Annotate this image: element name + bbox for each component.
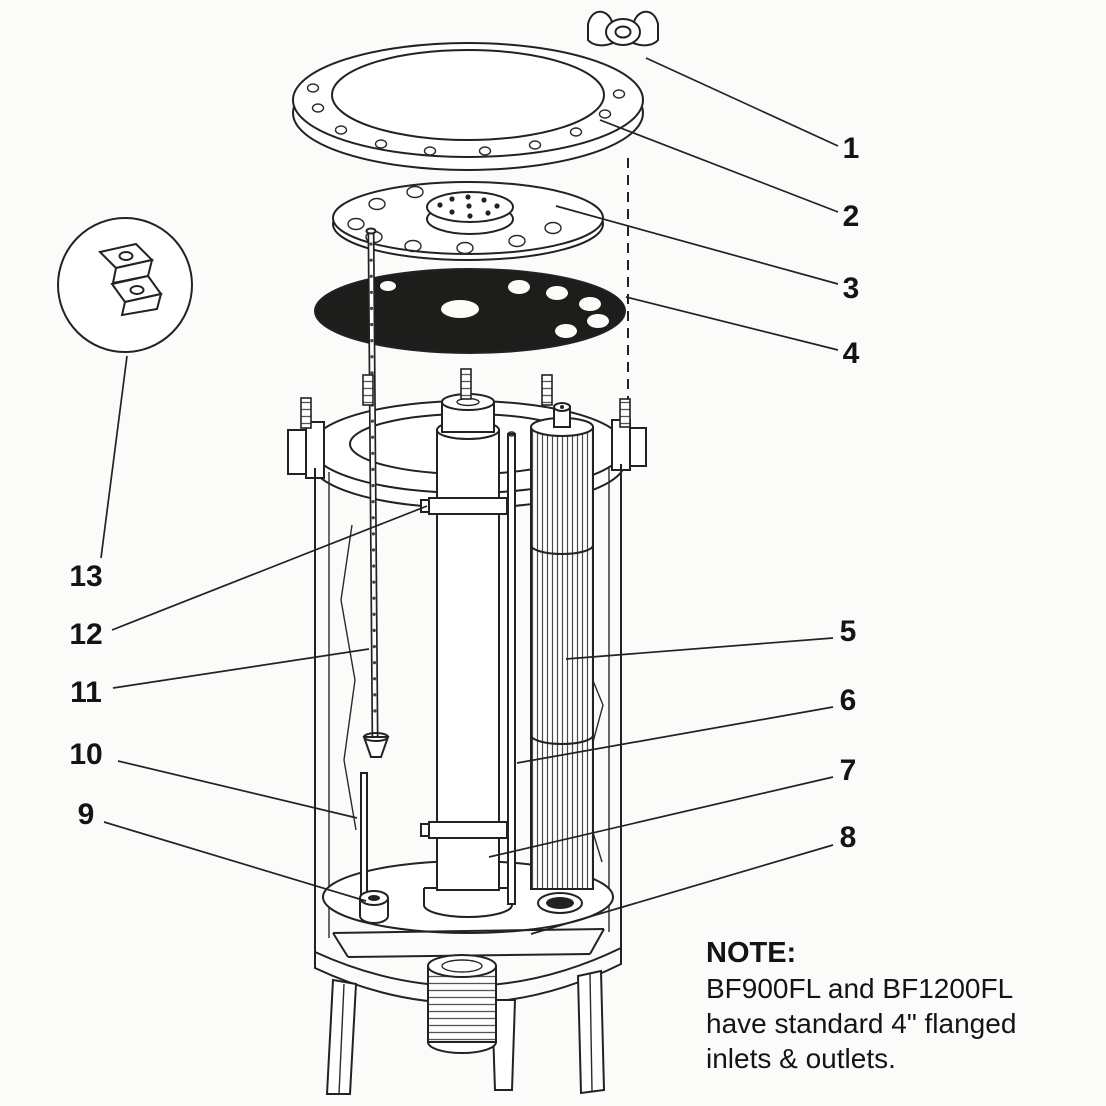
callout-label-13: 13 bbox=[69, 560, 102, 593]
center-standpipe bbox=[420, 393, 513, 918]
standpipe-clamp-upper bbox=[420, 497, 508, 515]
leader-7 bbox=[488, 776, 834, 858]
thin-rod bbox=[507, 431, 516, 905]
wing-nut bbox=[587, 10, 659, 47]
callout-label-2: 2 bbox=[843, 200, 860, 233]
callout-label-10: 10 bbox=[69, 738, 102, 771]
flange-studs bbox=[300, 368, 631, 429]
bottom-fitting bbox=[359, 890, 389, 924]
callout-label-3: 3 bbox=[843, 272, 860, 305]
leader-9 bbox=[103, 821, 367, 902]
perforated-plate bbox=[332, 181, 604, 261]
standpipe-clamp-lower bbox=[420, 821, 508, 839]
note-block: NOTE: BF900FL and BF1200FL have standard… bbox=[706, 937, 1016, 1074]
leader-8 bbox=[530, 844, 834, 935]
note-title: NOTE: bbox=[706, 937, 796, 969]
callout-label-5: 5 bbox=[840, 615, 857, 648]
leader-2 bbox=[599, 119, 839, 213]
callout-label-8: 8 bbox=[840, 821, 857, 854]
tank-legs bbox=[325, 969, 606, 1095]
leader-3 bbox=[555, 205, 839, 285]
drain-plug bbox=[427, 954, 497, 1054]
tank-assembly bbox=[287, 227, 647, 1095]
note-line-3: inlets & outlets. bbox=[706, 1043, 896, 1074]
callout-label-7: 7 bbox=[840, 754, 857, 787]
cartridge-seat bbox=[537, 892, 583, 914]
callout-label-6: 6 bbox=[840, 684, 857, 717]
filter-cartridge bbox=[530, 402, 594, 890]
leader-lines bbox=[100, 57, 839, 935]
callout-labels: 1 2 3 4 5 6 7 8 9 10 11 12 13 bbox=[69, 132, 859, 854]
small-rod bbox=[360, 772, 368, 904]
detail-circle-clips bbox=[57, 217, 193, 353]
leader-5 bbox=[565, 637, 834, 660]
callout-label-12: 12 bbox=[69, 618, 102, 651]
leader-13 bbox=[100, 355, 128, 559]
lid-bolt-holes bbox=[306, 83, 626, 156]
callout-label-4: 4 bbox=[843, 337, 860, 370]
air-bleed-rod bbox=[362, 227, 390, 758]
callout-label-9: 9 bbox=[78, 798, 95, 831]
callout-label-11: 11 bbox=[70, 676, 102, 709]
gasket bbox=[314, 268, 626, 354]
leader-12 bbox=[111, 505, 428, 631]
leader-1 bbox=[645, 57, 839, 147]
leader-11 bbox=[112, 648, 370, 689]
lid-cover bbox=[292, 42, 644, 171]
leader-10 bbox=[117, 760, 358, 819]
note-line-2: have standard 4" flanged bbox=[706, 1008, 1016, 1039]
note-line-1: BF900FL and BF1200FL bbox=[706, 973, 1013, 1004]
leader-6 bbox=[516, 706, 834, 764]
plate-center-hub bbox=[426, 191, 514, 235]
leader-4 bbox=[625, 296, 839, 351]
callout-label-1: 1 bbox=[843, 132, 860, 165]
